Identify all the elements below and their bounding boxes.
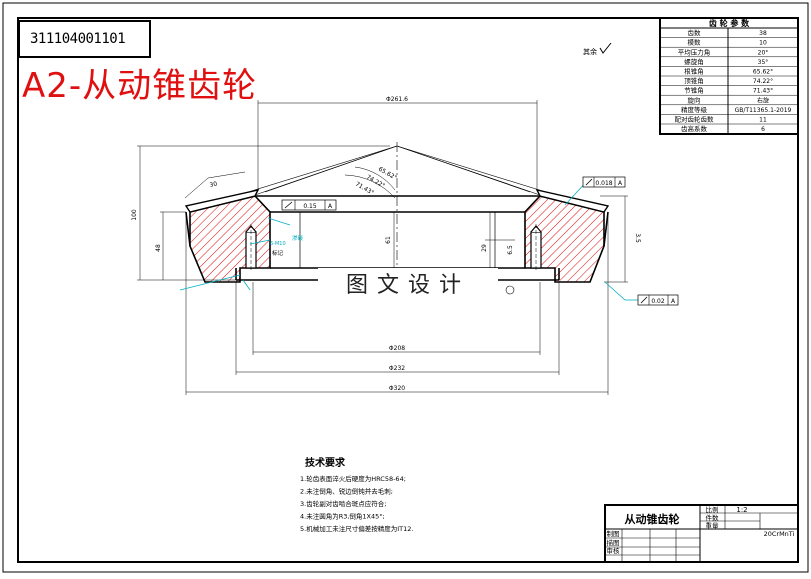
tech-items: 1.轮齿表面淬火后硬度为HRC58-64; 2.未注倒角、锐边倒钝并去毛刺; 3.齿… [300, 474, 413, 533]
param-label: 齿数 [688, 28, 702, 37]
param-label: 模数 [688, 38, 702, 47]
watermark: 图文设计 [318, 268, 498, 304]
param-value: 74.22° [753, 78, 773, 85]
left-section [184, 188, 271, 283]
label-marking: 标记 [272, 249, 284, 257]
datum-marker [505, 285, 515, 295]
tol-frame-left: 0.15 A [281, 199, 337, 211]
param-table: 齿 轮 参 数 齿数 38 模数 10 平均压力角 20° 螺旋角 35° 根锥角 65.62° 顶… [659, 17, 799, 135]
dim-top: Φ261.6 [386, 96, 408, 103]
check-icon [599, 42, 612, 54]
dim-left: 48 [155, 244, 162, 252]
param-label: 平均压力角 [678, 47, 711, 56]
dim-bore: Φ208 [389, 345, 405, 352]
tech-item: 2.未注倒角、锐边倒钝并去毛刺; [300, 487, 393, 496]
tech-item: 3.齿轮副对齿啮合斑点应符合; [300, 499, 386, 508]
dim-mid: Φ232 [389, 365, 405, 372]
title-block-texts: 从动锥齿轮 比例 1:2 件数 重量 20CrMnTi 制图 描图 审核 [607, 505, 795, 555]
tb-ratio-label: 比例 [706, 505, 719, 514]
label-hole: 6-M10 [270, 241, 286, 247]
bolt-holes [245, 224, 542, 272]
param-value: 6 [761, 126, 765, 133]
tb-qty-label: 件数 [706, 513, 720, 522]
drawing-title: A2-从动锥齿轮 [22, 66, 258, 106]
dimension-lines [137, 100, 628, 395]
title-block [604, 504, 799, 563]
label-hardened: 渗碳 [292, 234, 304, 242]
param-label: 螺旋角 [684, 57, 704, 66]
param-label: 顶锥角 [684, 76, 704, 85]
tb-material: 20CrMnTi [764, 530, 795, 538]
param-value: 65.62° [753, 69, 773, 76]
tol-right-datum: A [618, 180, 623, 187]
dim-total: 100 [131, 209, 138, 221]
param-rows: 齿数 38 模数 10 平均压力角 20° 螺旋角 35° 根锥角 65.62° 顶锥角 74.22°… [660, 28, 798, 133]
param-value: 71.43° [753, 88, 773, 95]
rough-mark: 其余 [583, 47, 597, 56]
dim-right: 3.5 [634, 233, 641, 243]
tol-right-value: 0.018 [595, 180, 612, 187]
tech-requirements: 技术要求 1.轮齿表面淬火后硬度为HRC58-64; 2.未注倒角、锐边倒钝并去毛… [300, 456, 413, 533]
tb-ratio-value: 1:2 [736, 506, 747, 514]
dim-face: 30 [209, 180, 218, 188]
param-label: 根锥角 [684, 67, 704, 76]
param-value: 35° [758, 59, 769, 66]
param-table-header: 齿 轮 参 数 [709, 18, 750, 28]
dim-center: 61 [385, 236, 392, 244]
tech-item: 5.机械加工未注尺寸偏差按精度为IT12. [300, 524, 413, 533]
drawing-code: 311104001101 [18, 20, 151, 58]
param-value: 11 [759, 117, 767, 124]
tech-item: 1.轮齿表面淬火后硬度为HRC58-64; [300, 474, 406, 483]
tb-row-2: 审核 [607, 546, 621, 555]
param-value: 38 [759, 30, 767, 37]
tech-item: 4.未注圆角为R3,倒角1X45°; [300, 512, 385, 521]
param-label: 精度等级 [681, 105, 708, 114]
tb-row-1: 描图 [607, 538, 620, 547]
param-label: 旋向 [688, 95, 701, 104]
param-value: 20° [758, 49, 769, 56]
tb-part-name: 从动锥齿轮 [625, 512, 680, 526]
tol-bottom-value: 0.02 [651, 298, 665, 305]
tol-left-value: 0.15 [303, 203, 317, 210]
dim-outer: Φ320 [389, 385, 405, 392]
inner-frame [17, 17, 799, 563]
tol-frame-bottom: 0.02 A [637, 294, 679, 306]
param-label: 齿高系数 [681, 124, 708, 133]
dim-small2: 29 [481, 244, 488, 252]
tol-left-datum: A [328, 203, 333, 210]
param-value: 右旋 [757, 96, 769, 104]
param-label: 节锥角 [684, 86, 704, 95]
param-label: 配对齿轮齿数 [675, 115, 715, 124]
tb-row-0: 制图 [607, 529, 620, 538]
param-value: 10 [759, 40, 767, 47]
param-value: GB/T11365.1-2019 [735, 107, 792, 114]
tol-frame-right: 0.018 A [582, 176, 626, 188]
tb-weight-label: 重量 [706, 522, 720, 530]
dim-small: 6.5 [507, 245, 514, 255]
tech-heading: 技术要求 [305, 456, 346, 469]
tol-bottom-datum: A [671, 298, 676, 305]
